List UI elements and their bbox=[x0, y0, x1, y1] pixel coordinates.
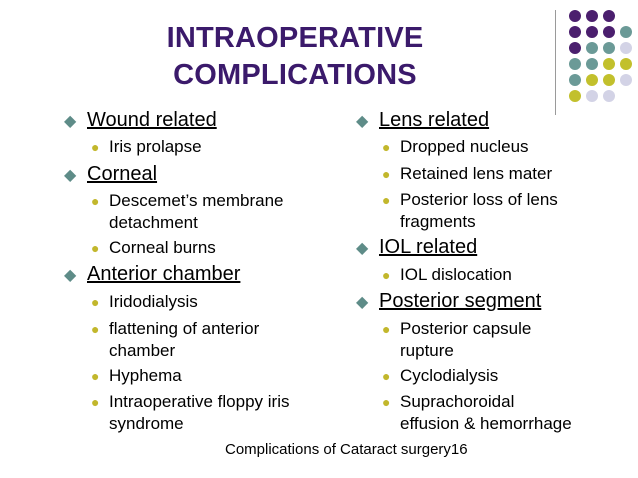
dot bbox=[569, 58, 581, 70]
dot-bullet-icon: ● bbox=[91, 368, 100, 384]
divider-line bbox=[555, 10, 556, 115]
dot bbox=[620, 74, 632, 86]
dot bbox=[586, 10, 598, 22]
item-corneal-burns: Corneal burns bbox=[109, 238, 216, 257]
heading-iol-related: IOL related bbox=[379, 236, 478, 258]
item-iridodialysis: Iridodialysis bbox=[109, 292, 198, 311]
dot bbox=[620, 26, 632, 38]
decorative-dot-grid bbox=[569, 10, 635, 102]
dot-bullet-icon: ● bbox=[91, 321, 100, 337]
dot bbox=[586, 74, 598, 86]
dot bbox=[620, 58, 632, 70]
dot bbox=[603, 26, 615, 38]
heading-wound-related: Wound related bbox=[87, 109, 217, 131]
item-hyphema: Hyphema bbox=[109, 366, 182, 385]
item-descemet-line-1: Descemet’s membrane bbox=[109, 191, 284, 210]
item-suprachoroidal-line-1: Suprachoroidal bbox=[400, 392, 515, 411]
item-iris-prolapse: Iris prolapse bbox=[109, 137, 202, 156]
dot bbox=[569, 74, 581, 86]
item-posterior-loss-line-2: fragments bbox=[400, 212, 476, 231]
dot bbox=[586, 42, 598, 54]
heading-lens-related: Lens related bbox=[379, 109, 490, 131]
dot-bullet-icon: ● bbox=[382, 139, 391, 155]
dot-bullet-icon: ● bbox=[91, 139, 100, 155]
heading-posterior-segment: Posterior segment bbox=[379, 290, 542, 312]
dot bbox=[603, 10, 615, 22]
diamond-bullet-icon: ◆ bbox=[356, 294, 369, 311]
diamond-bullet-icon: ◆ bbox=[64, 113, 77, 130]
item-floppy-iris-line-2: syndrome bbox=[109, 414, 184, 433]
diamond-bullet-icon: ◆ bbox=[64, 267, 77, 284]
dot bbox=[603, 90, 615, 102]
dot bbox=[603, 42, 615, 54]
item-suprachoroidal-line-2: effusion & hemorrhage bbox=[400, 414, 572, 433]
heading-anterior-chamber: Anterior chamber bbox=[87, 263, 241, 285]
item-cyclodialysis: Cyclodialysis bbox=[400, 366, 499, 385]
item-descemet-line-2: detachment bbox=[109, 213, 198, 232]
heading-corneal: Corneal bbox=[87, 163, 158, 185]
dot bbox=[603, 58, 615, 70]
item-iol-dislocation: IOL dislocation bbox=[400, 265, 512, 284]
dot bbox=[586, 26, 598, 38]
dot-bullet-icon: ● bbox=[91, 394, 100, 410]
dot-bullet-icon: ● bbox=[91, 193, 100, 209]
dot bbox=[603, 74, 615, 86]
dot bbox=[620, 42, 632, 54]
dot bbox=[569, 42, 581, 54]
dot-bullet-icon: ● bbox=[382, 192, 391, 208]
dot bbox=[569, 10, 581, 22]
dot bbox=[569, 26, 581, 38]
item-posterior-capsule-line-2: rupture bbox=[400, 341, 454, 360]
diamond-bullet-icon: ◆ bbox=[356, 240, 369, 257]
dot bbox=[569, 90, 581, 102]
item-dropped-nucleus: Dropped nucleus bbox=[400, 137, 529, 156]
item-floppy-iris-line-1: Intraoperative floppy iris bbox=[109, 392, 290, 411]
dot-bullet-icon: ● bbox=[91, 294, 100, 310]
dot-bullet-icon: ● bbox=[382, 166, 391, 182]
item-retained-lens: Retained lens mater bbox=[400, 164, 553, 183]
item-posterior-loss-line-1: Posterior loss of lens bbox=[400, 190, 558, 209]
dot bbox=[586, 58, 598, 70]
dot-bullet-icon: ● bbox=[382, 368, 391, 384]
diamond-bullet-icon: ◆ bbox=[356, 113, 369, 130]
dot-bullet-icon: ● bbox=[382, 321, 391, 337]
item-posterior-capsule-line-1: Posterior capsule bbox=[400, 319, 532, 338]
dot bbox=[586, 90, 598, 102]
slide-footer: Complications of Cataract surgery16 bbox=[225, 441, 468, 458]
item-flattening-line-2: chamber bbox=[109, 341, 176, 360]
dot-bullet-icon: ● bbox=[382, 394, 391, 410]
title-line-1: INTRAOPERATIVE bbox=[166, 22, 424, 54]
diamond-bullet-icon: ◆ bbox=[64, 167, 77, 184]
dot-bullet-icon: ● bbox=[91, 240, 100, 256]
item-flattening-line-1: flattening of anterior bbox=[109, 319, 260, 338]
slide-title: INTRAOPERATIVE COMPLICATIONS bbox=[130, 20, 460, 94]
dot-bullet-icon: ● bbox=[382, 267, 391, 283]
title-line-2: COMPLICATIONS bbox=[173, 59, 417, 91]
